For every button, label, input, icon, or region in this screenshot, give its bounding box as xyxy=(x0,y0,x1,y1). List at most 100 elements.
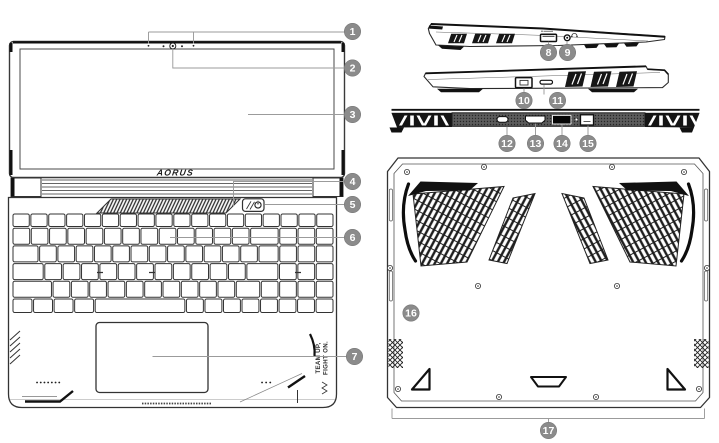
keyboard-key xyxy=(209,213,227,227)
bottom-vent-right xyxy=(561,181,696,267)
rear-vent-left xyxy=(391,113,452,128)
keyboard-key xyxy=(221,245,240,263)
keyboard-key xyxy=(74,298,95,313)
rear-view xyxy=(389,108,700,133)
power-icon xyxy=(254,200,262,209)
palmrest-decor-left xyxy=(9,330,74,403)
keyboard-key xyxy=(94,298,186,313)
svg-text:4: 4 xyxy=(350,176,356,188)
keyboard-key xyxy=(185,298,204,313)
keyboard-key xyxy=(12,245,39,263)
callout-5: 5 xyxy=(344,196,361,213)
svg-text:15: 15 xyxy=(582,138,594,150)
keyboard-key xyxy=(154,263,173,281)
keyboard-key xyxy=(315,298,334,313)
keyboard-key xyxy=(30,213,48,227)
keyboard-key xyxy=(279,227,297,245)
keyboard-key xyxy=(298,213,316,227)
side-vents xyxy=(448,33,515,44)
keyboard-key xyxy=(258,245,279,263)
keyboard-key xyxy=(117,263,136,281)
screw xyxy=(696,385,703,392)
keyboard-key xyxy=(107,280,126,298)
keyboard-key xyxy=(137,213,155,227)
keyboard-key xyxy=(180,280,199,298)
keyboard-key xyxy=(39,245,57,263)
callout-6: 6 xyxy=(344,229,361,246)
usb-c-port xyxy=(496,116,509,123)
svg-text:12: 12 xyxy=(501,138,513,150)
keyboard-key xyxy=(93,245,112,263)
svg-text:7: 7 xyxy=(352,351,358,363)
keyboard-key xyxy=(260,298,278,313)
callout-7: 7 xyxy=(346,348,363,365)
keyboard-key xyxy=(315,245,334,263)
keyboard-key xyxy=(185,245,204,263)
keyboard-key xyxy=(279,245,297,263)
keyboard-key xyxy=(246,263,279,281)
screw xyxy=(474,282,481,289)
callout-leader-lines xyxy=(148,31,705,423)
keyboard-key xyxy=(112,245,130,263)
svg-text:6: 6 xyxy=(350,232,356,244)
dc-in-port xyxy=(514,76,533,89)
keyboard-key xyxy=(297,280,316,298)
screw xyxy=(614,282,621,289)
keyboard-key xyxy=(122,227,140,245)
microphone-holes xyxy=(147,44,195,47)
palmrest-decor-right: TEAM UP, FIGHT ON. xyxy=(239,333,330,403)
rear-vent-right xyxy=(645,113,700,128)
keyboard-key xyxy=(297,298,315,313)
keyboard-key xyxy=(278,298,297,313)
keyboard-key xyxy=(12,298,33,313)
screw xyxy=(704,264,711,271)
keyboard-key xyxy=(148,245,167,263)
keyboard-key xyxy=(57,245,76,263)
keyboard-key xyxy=(158,227,177,245)
svg-text:14: 14 xyxy=(556,138,568,150)
keyboard-deck: TEAM UP, FIGHT ON. xyxy=(7,196,338,409)
callout-1: 1 xyxy=(344,23,361,40)
keyboard-key xyxy=(62,263,81,281)
keyboard-key xyxy=(203,245,222,263)
svg-text:17: 17 xyxy=(543,425,555,437)
svg-text:5: 5 xyxy=(350,199,356,211)
callout-14: 14 xyxy=(553,135,571,152)
keyboard-key xyxy=(101,213,120,227)
svg-text:3: 3 xyxy=(350,109,356,121)
callout-13: 13 xyxy=(527,135,544,152)
keyboard-key xyxy=(226,213,245,227)
keyboard-key xyxy=(241,298,260,313)
screw xyxy=(403,168,410,175)
keyboard-key xyxy=(244,213,263,227)
screws xyxy=(386,163,711,400)
keyboard-key xyxy=(33,298,53,313)
keyboard-key xyxy=(222,298,241,313)
keyboard-key xyxy=(191,263,210,281)
keyboard-key xyxy=(204,298,223,313)
keyboard-key xyxy=(12,213,30,227)
keyboard-key xyxy=(177,227,195,245)
keyboard-key xyxy=(125,280,144,298)
callout-11: 11 xyxy=(549,92,566,109)
callout-9: 9 xyxy=(559,44,576,61)
keyboard-key xyxy=(240,245,258,263)
keyboard-key xyxy=(81,263,99,281)
keyboard-key xyxy=(66,213,84,227)
rubber-foot-right xyxy=(666,367,687,391)
callout-16: 16 xyxy=(402,304,420,322)
keyboard-key xyxy=(155,213,173,227)
keyboard-key xyxy=(278,263,297,281)
brand-logo-text: AORUS xyxy=(155,168,194,178)
audio-combo-jack xyxy=(563,33,578,42)
webcam xyxy=(162,42,183,50)
keyboard-key xyxy=(162,280,181,298)
keyboard-key xyxy=(227,263,246,281)
svg-text:2: 2 xyxy=(350,63,356,75)
bottom-view xyxy=(386,157,711,409)
keyboard-key xyxy=(49,227,67,245)
keyboard-key xyxy=(279,280,297,298)
keyboard-key xyxy=(48,213,66,227)
keyboard-key xyxy=(103,227,122,245)
rubber-foot-left xyxy=(410,367,431,391)
